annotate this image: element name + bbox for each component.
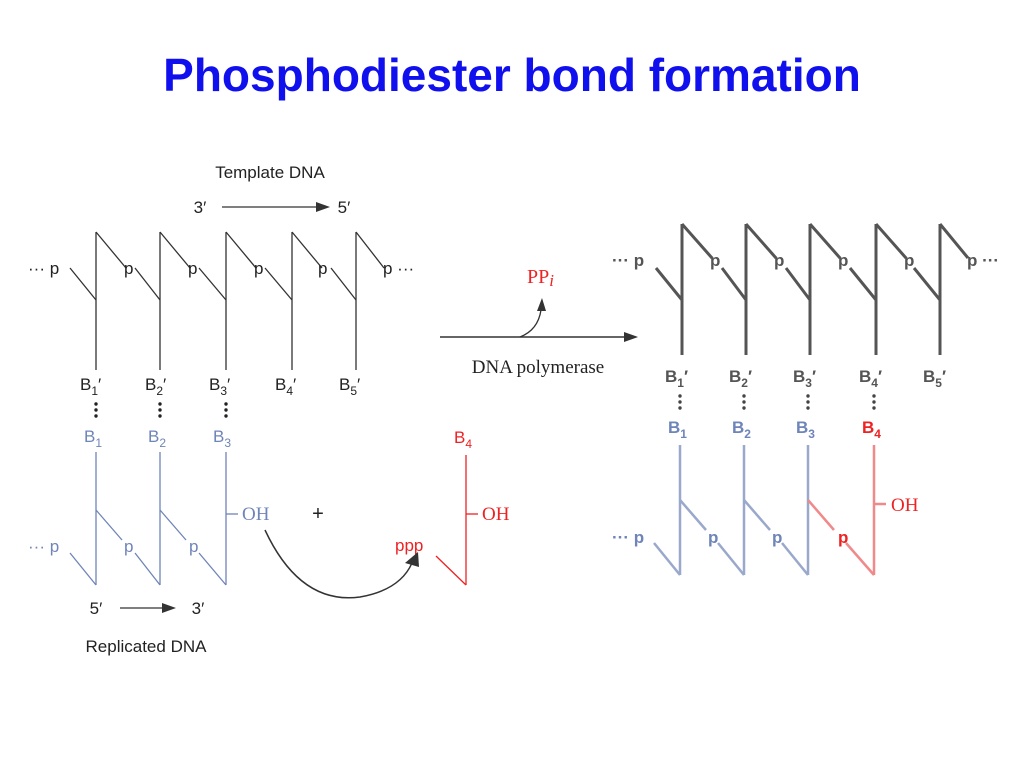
template-dir-to: 5′ <box>338 198 351 217</box>
replicated-direction-arrow <box>120 603 176 613</box>
incoming-oh-label: OH <box>482 504 510 525</box>
replicated-base: B3 <box>213 427 231 450</box>
left-template-bases: B1′ B2′ B3′ B4′ B5′ <box>80 375 360 398</box>
incoming-nucleotide-backbone <box>435 455 478 586</box>
product-template-base: B1′ <box>665 367 688 390</box>
byproduct-release-arrow <box>519 298 546 338</box>
product-p-label: p <box>708 528 718 547</box>
product-base-new: B4 <box>862 418 881 441</box>
replicated-p-label: p <box>189 537 198 556</box>
reaction-arrow <box>440 332 638 342</box>
replicated-base: B2 <box>148 427 166 450</box>
template-base: B4′ <box>275 375 296 398</box>
product-base: B1 <box>668 418 687 441</box>
left-replicated-strand <box>69 452 238 586</box>
template-direction-arrow <box>222 202 330 212</box>
left-template-p-labels: ··· p p p p p p ··· <box>28 259 414 278</box>
left-hydrogen-bonds <box>94 402 228 418</box>
replicated-dna-label: Replicated DNA <box>86 637 208 656</box>
template-p-label: ··· p <box>28 259 59 278</box>
nucleophilic-attack-arrow <box>264 529 419 599</box>
template-base: B1′ <box>80 375 101 398</box>
product-p-label-new: p <box>838 528 848 547</box>
replicated-p-label: ··· p <box>28 537 59 556</box>
right-product-p-labels: ··· p p p p <box>612 528 848 547</box>
right-product-bases: B1 B2 B3 B4 <box>668 418 881 441</box>
product-template-p-label: p <box>774 251 784 270</box>
template-dna-label: Template DNA <box>215 163 325 182</box>
replicated-base: B1 <box>84 427 102 450</box>
product-template-p-label: p <box>904 251 914 270</box>
template-base: B2′ <box>145 375 166 398</box>
right-template-p-labels: ··· p p p p p p ··· <box>612 251 999 270</box>
replicated-p-label: p <box>124 537 133 556</box>
right-template-strand <box>654 223 970 355</box>
product-template-p-label: ··· p <box>612 251 644 270</box>
template-dir-from: 3′ <box>194 198 207 217</box>
product-template-p-label: p ··· <box>967 251 999 270</box>
product-template-base: B2′ <box>729 367 752 390</box>
template-p-label: p <box>254 259 263 278</box>
product-template-base: B3′ <box>793 367 816 390</box>
template-p-label: p <box>188 259 197 278</box>
product-p-label: ··· p <box>612 528 644 547</box>
right-hydrogen-bonds <box>678 394 876 410</box>
enzyme-label: DNA polymerase <box>472 357 604 378</box>
product-oh-label: OH <box>891 495 919 516</box>
left-replicated-p-labels: ··· p p p <box>28 537 198 556</box>
right-template-bases: B1′ B2′ B3′ B4′ B5′ <box>665 367 946 390</box>
left-replicated-bases: B1 B2 B3 <box>84 427 231 450</box>
plus-sign: + <box>312 503 324 525</box>
template-p-label: p <box>124 259 133 278</box>
replicated-dir-to: 3′ <box>192 599 205 618</box>
template-base: B5′ <box>339 375 360 398</box>
incoming-base: B4 <box>454 428 472 451</box>
template-p-label: p <box>318 259 327 278</box>
incoming-ppp-label: ppp <box>395 536 423 555</box>
replicated-dir-from: 5′ <box>90 599 103 618</box>
product-template-p-label: p <box>838 251 848 270</box>
product-base: B2 <box>732 418 751 441</box>
left-template-strand <box>69 231 385 370</box>
pyrophosphate-label: PPi <box>527 266 554 290</box>
template-base: B3′ <box>209 375 230 398</box>
slide-title: Phosphodiester bond formation <box>163 49 861 101</box>
right-product-strand <box>653 445 886 576</box>
template-p-label: p ··· <box>383 259 414 278</box>
product-p-label: p <box>772 528 782 547</box>
product-template-base: B4′ <box>859 367 882 390</box>
product-template-base: B5′ <box>923 367 946 390</box>
oh-label: OH <box>242 504 270 525</box>
product-template-p-label: p <box>710 251 720 270</box>
product-base: B3 <box>796 418 815 441</box>
